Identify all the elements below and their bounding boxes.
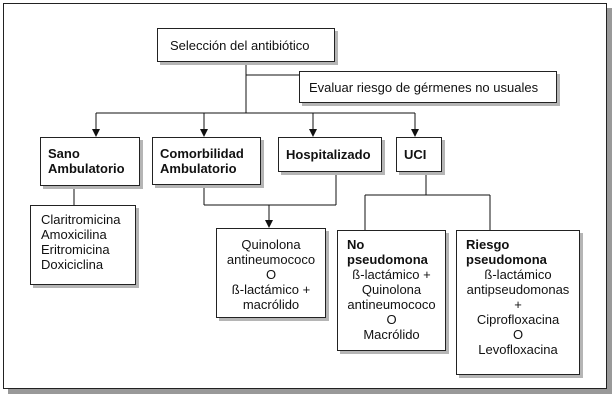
comorb-treatment-line: antineumococo bbox=[226, 252, 316, 267]
no-pseudomona-title2: pseudomona bbox=[347, 252, 428, 267]
category-comorbilidad-line1: Comorbilidad bbox=[160, 146, 244, 161]
category-uci-box: UCI bbox=[396, 137, 442, 172]
no-pseudomona-line: O bbox=[386, 312, 397, 327]
no-pseudomona-line: antineumococo bbox=[347, 297, 436, 312]
riesgo-pseudomona-line: ß-lactámico bbox=[484, 267, 552, 282]
sano-drug-item: Eritromicina bbox=[41, 242, 110, 257]
sano-drugs-box: Claritromicina Amoxicilina Eritromicina … bbox=[30, 205, 136, 285]
sano-drug-item: Amoxicilina bbox=[41, 227, 107, 242]
arrowhead-sano bbox=[92, 129, 100, 137]
category-hospitalizado-label: Hospitalizado bbox=[286, 147, 371, 162]
category-comorbilidad-box: Comorbilidad Ambulatorio bbox=[152, 137, 261, 185]
riesgo-pseudomona-title1: Riesgo bbox=[466, 237, 510, 252]
uci-riesgo-pseudomona-box: Riesgo pseudomona ß-lactámico antipseudo… bbox=[456, 230, 580, 375]
comorb-treatment-box: Quinolona antineumococo O ß-lactámico + … bbox=[216, 228, 326, 318]
start-label: Selección del antibiótico bbox=[170, 38, 310, 53]
start-box: Selección del antibiótico bbox=[157, 28, 335, 62]
category-comorbilidad-line2: Ambulatorio bbox=[160, 161, 237, 176]
risk-label: Evaluar riesgo de gérmenes no usuales bbox=[309, 80, 539, 95]
uci-no-pseudomona-box: No pseudomona ß-lactámico + Quinolona an… bbox=[337, 230, 446, 351]
comorb-treatment-line: O bbox=[265, 267, 277, 282]
arrowhead-treatment bbox=[265, 220, 273, 228]
no-pseudomona-line: Quinolona bbox=[361, 282, 422, 297]
comorb-treatment-line: macrólido bbox=[242, 297, 300, 312]
category-sano-line2: Ambulatorio bbox=[48, 161, 125, 176]
arrowhead-hosp bbox=[309, 129, 317, 137]
riesgo-pseudomona-line: Ciprofloxacina bbox=[476, 312, 560, 327]
riesgo-pseudomona-line: Levofloxacina bbox=[478, 342, 558, 357]
no-pseudomona-line: ß-lactámico + bbox=[352, 267, 431, 282]
category-hospitalizado-box: Hospitalizado bbox=[278, 137, 382, 172]
riesgo-pseudomona-title2: pseudomona bbox=[466, 252, 547, 267]
no-pseudomona-line: Macrólido bbox=[363, 327, 420, 342]
comorb-treatment-line: ß-lactámico + bbox=[231, 282, 311, 297]
arrowhead-comorb bbox=[200, 129, 208, 137]
category-sano-line1: Sano bbox=[48, 146, 80, 161]
riesgo-pseudomona-line: + bbox=[514, 297, 522, 312]
riesgo-pseudomona-line: antipseudomonas bbox=[466, 282, 570, 297]
riesgo-pseudomona-line: O bbox=[512, 327, 524, 342]
sano-drug-item: Doxiciclina bbox=[41, 257, 104, 272]
comorb-treatment-line: Quinolona bbox=[241, 237, 301, 252]
category-uci-label: UCI bbox=[404, 147, 427, 162]
arrowhead-uci bbox=[411, 129, 419, 137]
no-pseudomona-title1: No bbox=[347, 237, 365, 252]
risk-box: Evaluar riesgo de gérmenes no usuales bbox=[299, 71, 557, 103]
sano-drug-item: Claritromicina bbox=[41, 212, 121, 227]
category-sano-box: Sano Ambulatorio bbox=[40, 137, 140, 186]
